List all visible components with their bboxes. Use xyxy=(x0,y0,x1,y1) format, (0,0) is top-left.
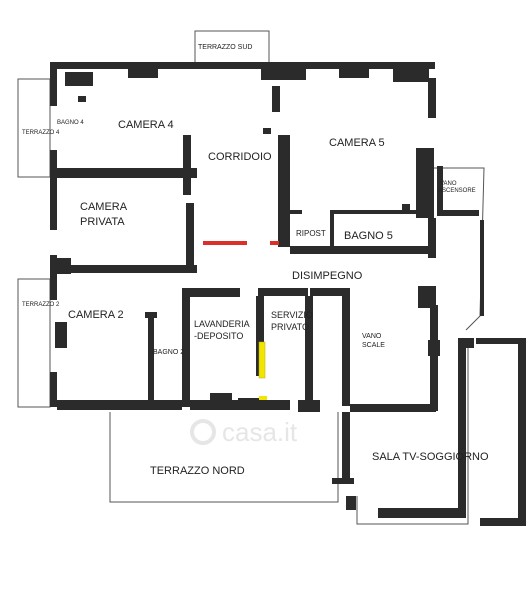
label-camera-2: CAMERA 2 xyxy=(68,309,124,321)
label-servizio-2: PRIVATO xyxy=(271,322,309,332)
label-camera-privata-1: CAMERA xyxy=(80,201,128,213)
yellow-marker xyxy=(258,341,266,379)
label-terrazzo-sud: TERRAZZO SUD xyxy=(198,44,252,51)
label-lavanderia-2: -DEPOSITO xyxy=(194,331,243,341)
label-corridoio: CORRIDOIO xyxy=(208,151,272,163)
label-camera-5: CAMERA 5 xyxy=(329,137,385,149)
label-terrazzo-2: TERRAZZO 2 xyxy=(22,302,60,308)
label-ripost: RIPOST xyxy=(296,229,326,238)
label-disimpegno: DISIMPEGNO xyxy=(292,270,363,282)
label-camera-4: CAMERA 4 xyxy=(118,119,174,131)
label-lavanderia-1: LAVANDERIA xyxy=(194,319,250,329)
label-camera-privata-2: PRIVATA xyxy=(80,216,125,228)
watermark: casa.it xyxy=(190,417,298,447)
room-labels: TERRAZZO SUD BAGNO 4 TERRAZZO 4 CAMERA 4… xyxy=(22,44,489,477)
yellow-marker-small xyxy=(259,396,267,400)
label-bagno-2: BAGNO 2 xyxy=(153,349,184,356)
label-bagno-4: BAGNO 4 xyxy=(57,120,84,126)
walls xyxy=(50,62,526,526)
markers xyxy=(203,241,279,400)
label-terrazzo-4: TERRAZZO 4 xyxy=(22,130,60,136)
label-vano-scale-1: VANO xyxy=(362,333,382,340)
label-vano-ascensore-1: VANO xyxy=(440,181,457,187)
red-marker xyxy=(203,241,247,245)
label-servizio-1: SERVIZIO xyxy=(271,310,313,320)
red-marker-small xyxy=(270,241,279,245)
label-vano-ascensore-2: ASCENSORE xyxy=(438,188,476,194)
label-bagno-5: BAGNO 5 xyxy=(344,230,393,242)
label-sala-tv: SALA TV-SOGGIORNO xyxy=(372,451,489,463)
watermark-text: casa.it xyxy=(222,417,298,447)
label-terrazzo-nord: TERRAZZO NORD xyxy=(150,465,245,477)
label-vano-scale-2: SCALE xyxy=(362,342,385,349)
